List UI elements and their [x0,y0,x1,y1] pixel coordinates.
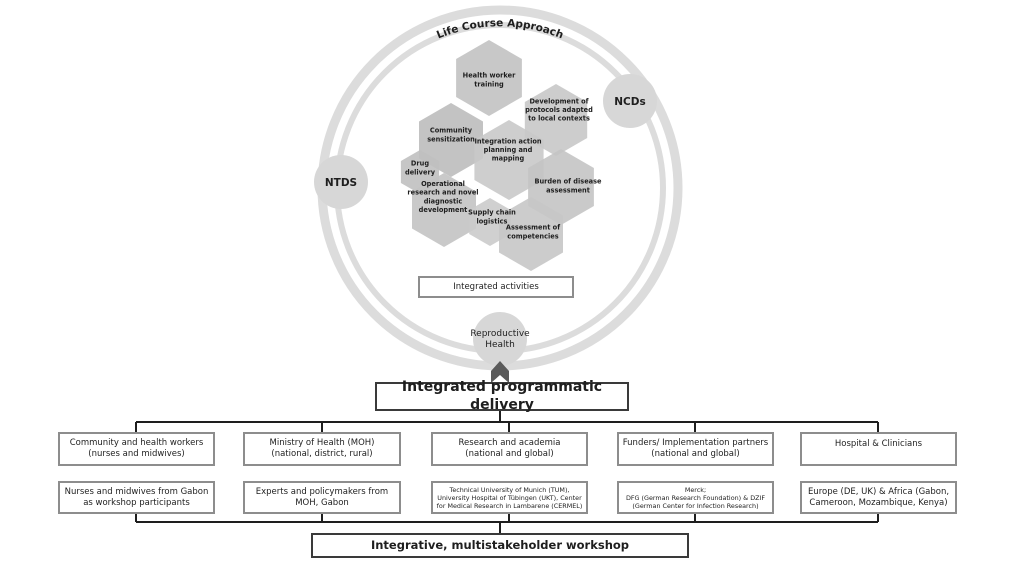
reproductive-health-label-line2: Health [485,340,515,350]
integrated-activities-box: Integrated activities [418,276,574,298]
stakeholder-detail-hospital: Europe (DE, UK) & Africa (Gabon,Cameroon… [800,481,957,514]
hex-operational-research-label: development [419,206,468,214]
workshop-title: Integrative, multistakeholder workshop [370,538,630,553]
bottom-connector-lines [135,514,879,533]
stakeholder-detail-research: Technical University of Munich (TUM),Uni… [431,481,588,514]
multistakeholder-workshop-box: Integrative, multistakeholder workshop [311,533,689,558]
hex-protocol-development-label: protocols adapted [525,106,593,114]
life-course-label: Life Course Approach [435,17,565,41]
hex-protocol-development [524,84,588,156]
ntds-label: NTDS [325,177,357,189]
hex-operational-research-label: Operational [421,180,465,188]
programmatic-delivery-title: Integrated programmatic delivery [401,379,603,413]
hex-assessment-of-competencies-label: competencies [507,232,558,240]
hex-operational-research-label: diagnostic [424,197,463,205]
hex-integration-action-planning-label: Integration action [474,137,541,145]
chevron-up-arrow [491,361,509,383]
hex-community-sensitization-label: Community [430,127,473,135]
hex-supply-chain-logistics-label: logistics [477,217,508,225]
integrated-activities-label: Integrated activities [453,281,539,292]
hex-health-worker-training-label: training [474,80,504,88]
hex-integration-action-planning-label: mapping [492,155,525,163]
hex-burden-of-disease-label: Burden of disease [534,178,602,186]
stakeholder-detail-funders: Merck;DFG (German Research Foundation) &… [617,481,774,514]
hex-burden-of-disease-label: assessment [546,186,590,194]
hex-drug-delivery-label: delivery [405,168,436,176]
hex-protocol-development-label: to local contexts [528,115,590,123]
hex-supply-chain-logistics-label: Supply chain [468,209,516,217]
top-connector-lines [135,411,879,432]
reproductive-health-label-line1: Reproductive [470,329,530,339]
hex-community-sensitization [419,103,483,177]
stakeholder-header-moh: Ministry of Health (MOH)(national, distr… [243,432,401,466]
stakeholder-header-research: Research and academia(national and globa… [431,432,588,466]
hex-community-sensitization-label: sensitization [427,135,475,143]
hex-integration-action-planning [474,120,544,200]
hex-operational-research [412,173,476,247]
stakeholder-header-hospital: Hospital & Clinicians [800,432,957,466]
hex-assessment-of-competencies-label: Assessment of [506,224,560,232]
reproductive-health-node: Reproductive Health [470,312,530,366]
hex-health-worker-training-label: Health worker [463,72,516,80]
hex-health-worker-training [456,40,522,116]
ncds-label: NCDs [614,96,645,108]
hex-drug-delivery-label: Drug [411,160,429,168]
hex-protocol-development-label: Development of [529,97,588,105]
stakeholder-header-funders: Funders/ Implementation partners(nationa… [617,432,774,466]
hex-operational-research-label: research and novel [407,189,478,197]
hex-assessment-of-competencies [499,197,563,271]
stakeholder-header-community: Community and health workers(nurses and … [58,432,215,466]
programmatic-delivery-box: Integrated programmatic delivery [375,379,629,413]
ntds-node: NTDS [314,155,368,209]
hex-integration-action-planning-label: planning and [484,146,533,154]
ncds-node: NCDs [603,74,657,128]
